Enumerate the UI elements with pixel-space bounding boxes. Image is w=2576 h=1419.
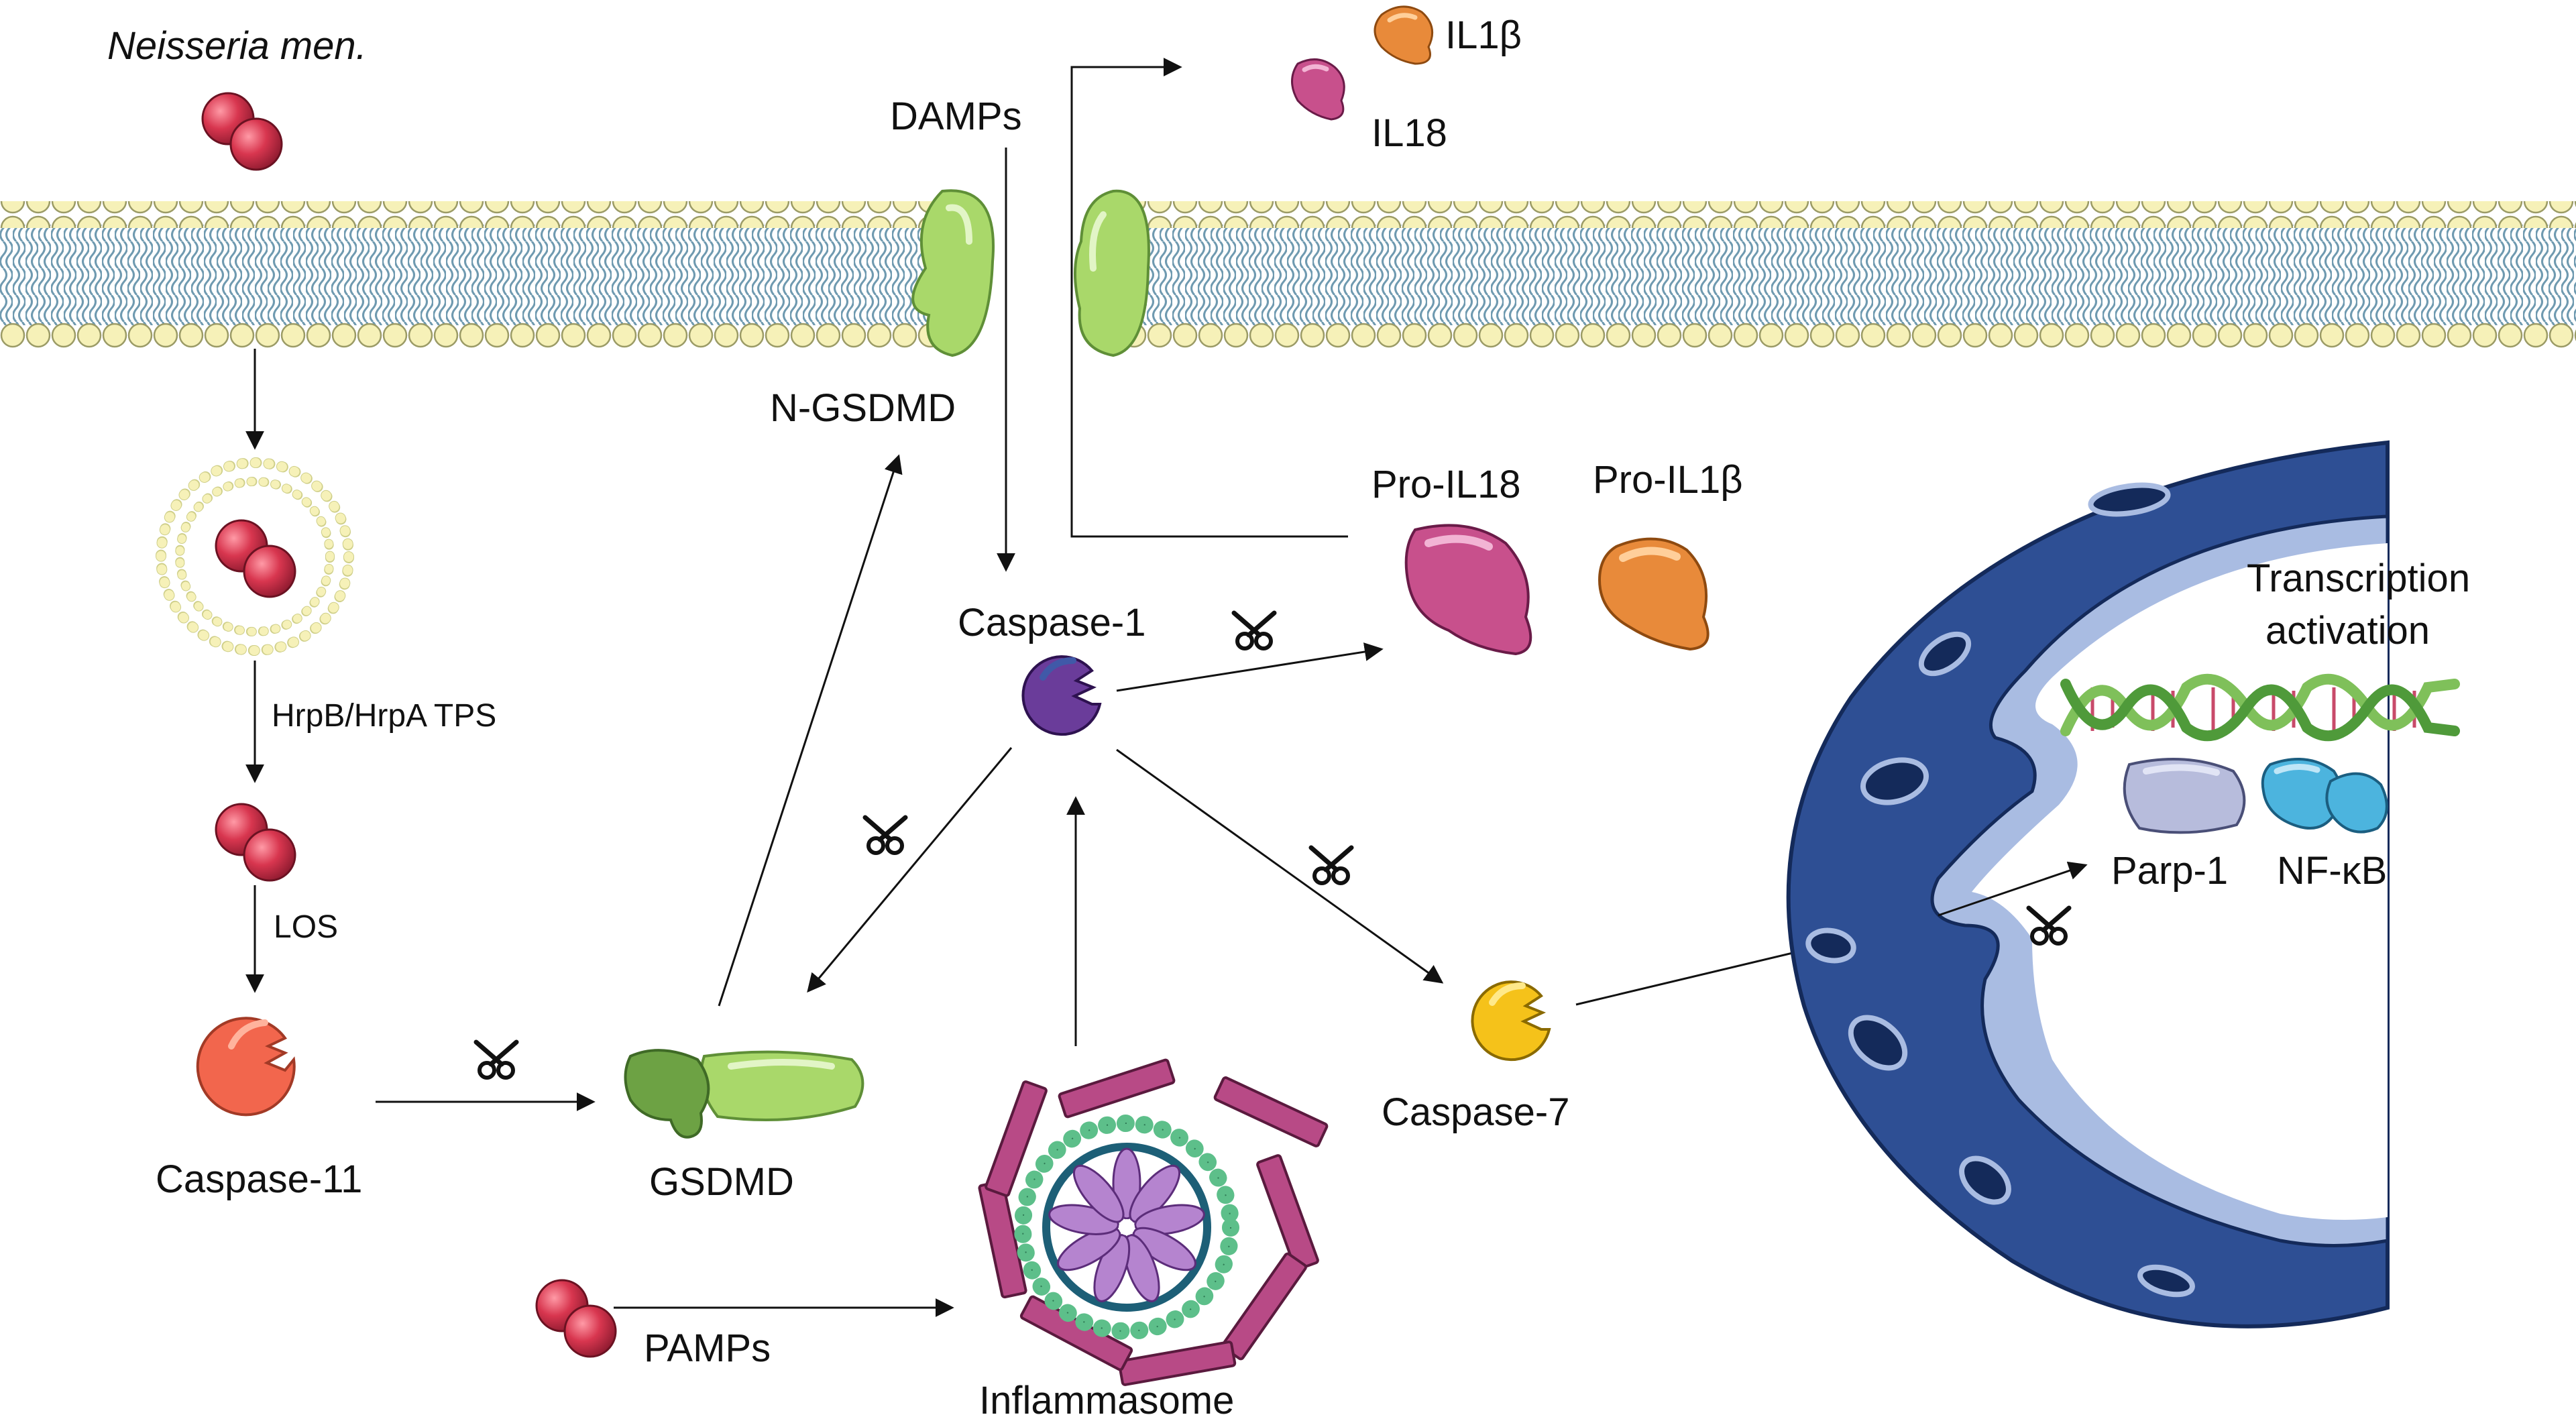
transcription-label-line1: Transcription [2247,557,2470,600]
arrow-caspase1-to-pro-il [1116,642,1384,692]
dna-icon [2060,673,2460,742]
cell-membrane-left [0,201,952,349]
internalized-bacteria-icon [215,519,296,598]
arrow-caspase7-to-parp1 [1938,861,2088,917]
pamps-label: PAMPs [644,1326,771,1370]
scissors-icon [476,1042,516,1078]
damps-label: DAMPs [890,95,1022,138]
parp-1-icon [2123,758,2246,834]
pro-il1b-label: Pro-IL1β [1593,458,1743,502]
pro-il18-icon [1404,524,1532,656]
transcription-label-line2: activation [2265,609,2430,652]
scissors-icon [865,817,905,853]
cell-membrane-right [1100,201,2576,349]
gsdmd-protein-icon [624,1049,864,1139]
il1b-label: IL1β [1445,13,1522,57]
caspase-1-icon [1021,655,1102,736]
arrow-pro-il-release [1070,58,1348,538]
il1b-icon [1374,5,1434,65]
caspase-11-icon [196,1017,296,1117]
caspase-1-label: Caspase-1 [958,601,1145,644]
arrow-caspase1-to-gsdmd [807,747,1013,993]
n-gsdmd-label: N-GSDMD [770,386,956,430]
il18-icon [1291,58,1345,121]
neisseria-bacteria-icon [201,92,283,171]
scissors-icon [1311,848,1351,883]
hrpb-hrpa-tps-label: HrpB/HrpA TPS [272,698,496,734]
vesicle-icon [156,457,354,656]
caspase-7-label: Caspase-7 [1382,1090,1569,1134]
n-gsdmd-pore-right [1073,189,1150,357]
inflammasome-icon [978,1058,1329,1386]
n-gsdmd-pore-left [911,189,995,357]
pro-il1b-icon [1598,537,1710,651]
scissors-icon [1234,613,1274,648]
pro-il18-label: Pro-IL18 [1371,463,1520,506]
gsdmd-label: GSDMD [649,1160,794,1204]
inflammasome-label: Inflammasome [979,1379,1234,1419]
released-bacteria-icon [215,803,296,882]
caspase-7-icon [1471,980,1551,1062]
il18-label: IL18 [1371,111,1447,155]
parp-1-label: Parp-1 [2111,849,2228,893]
pamps-bacteria-icon [535,1279,617,1358]
caspase-11-label: Caspase-11 [156,1157,362,1201]
los-label: LOS [274,909,338,945]
arrow-caspase1-to-caspase7 [1116,748,1444,984]
nf-kb-label: NF-κB [2277,849,2387,893]
neisseria-label: Neisseria men. [107,24,367,68]
nf-kb-icon [2261,758,2388,834]
arrow-gsdmd-to-n-gsdmd [718,454,903,1007]
